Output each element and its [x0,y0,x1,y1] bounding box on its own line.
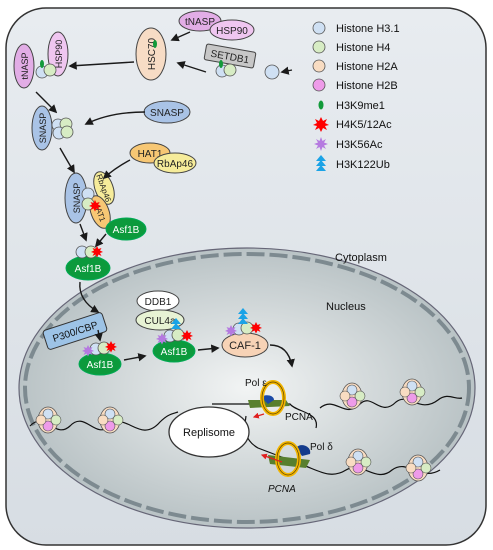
hsp90-label-left: HSP90 [54,40,64,69]
tnasp-hsp90-histone-complex: tNASP HSP90 [13,31,69,89]
pcna-label-upper: PCNA [285,412,313,423]
legend-h31-swatch [312,21,326,35]
nucleosome-array [35,378,432,482]
tnasp-label: tNASP [185,17,215,28]
ddb1-cul4a-complex: DDB1 CUL4a [135,290,185,331]
hat1-label: HAT1 [138,149,163,160]
tnasp-label-left: tNASP [20,52,30,79]
snasp-label-1: SNASP [38,113,48,144]
legend-h3k122ub-icon [316,155,326,171]
legend-h2b-swatch [312,78,326,92]
ddb1-label: DDB1 [145,297,172,308]
rbap46-label: RbAp46 [157,159,194,170]
nucleosome [405,454,432,482]
legend-h2b-label: Histone H2B [336,80,398,92]
asf1b-label-3: Asf1B [161,347,188,358]
asf1b-label-free: Asf1B [113,225,140,236]
pol-epsilon-label: Pol ε [245,378,267,389]
nucleus-label: Nucleus [326,301,366,313]
replisome-label: Replisome [183,427,235,439]
free-h31-histone [264,64,280,80]
legend-h3k56ac-burst-icon [314,137,328,151]
asf1b-histone-complex-2: Asf1B [78,341,122,376]
legend-h3k9me1-label: H3K9me1 [336,100,385,112]
legend-h31-label: Histone H3.1 [336,23,400,35]
pathway-arrows [35,31,295,368]
nucleosome [399,378,426,406]
legend: Histone H3.1 Histone H4 Histone H2A Hist… [312,21,400,171]
pol-epsilon-machinery: Pol ε PCNA [245,378,313,423]
nucleosome [339,382,366,410]
legend-h4-label: Histone H4 [336,42,390,54]
legend-h4-swatch [312,40,326,54]
cul4a-label: CUL4a [144,316,176,327]
legend-h4ac-label: H4K5/12Ac [336,119,392,131]
pol-delta-label: Pol δ [310,442,333,453]
nucleosome [97,406,124,434]
nucleosome [345,448,372,476]
legend-h4ac-star-icon [313,117,329,132]
asf1b-histone-complex-3: Asf1B [152,318,196,363]
replisome: Replisome [168,406,250,458]
legend-h3k9me1-icon [318,100,324,110]
nucleosome [35,406,62,434]
pcna-label-lower: PCNA [268,484,296,495]
snasp-label-2: SNASP [72,183,82,214]
asf1b-label-1: Asf1B [75,264,102,275]
caf1-complex: CAF-1 [221,308,269,358]
snasp-hat1-histone-complex: SNASP RbAp46 HAT1 [64,171,115,229]
snasp-label-free: SNASP [150,108,184,119]
legend-h2a-label: Histone H2A [336,61,398,73]
legend-h3k122ub-label: H3K122Ub [336,159,390,171]
asf1b-histone-complex-1: Asf1B [65,245,111,281]
hsc70-label: HSC70 [147,37,158,70]
tnasp-hsp90-complex: tNASP HSP90 [178,10,255,41]
pol-delta-machinery: Pol δ PCNA [260,441,333,495]
legend-h2a-swatch [312,59,326,73]
setdb1-complex: SETDB1 [203,43,257,78]
snasp-histone-complex-1: SNASP [31,105,74,151]
legend-h3k56ac-label: H3K56Ac [336,139,383,151]
hat1-rbap46-complex: HAT1 RbAp46 [129,142,197,174]
cytoplasm-label: Cytoplasm [335,252,387,264]
asf1b-label-2: Asf1B [87,360,114,371]
hsc70-complex: HSC70 [135,27,167,81]
hsp90-label: HSP90 [216,26,248,37]
snasp-free: SNASP [143,100,191,124]
caf1-label: CAF-1 [229,340,261,352]
asf1b-free: Asf1B [105,217,147,241]
